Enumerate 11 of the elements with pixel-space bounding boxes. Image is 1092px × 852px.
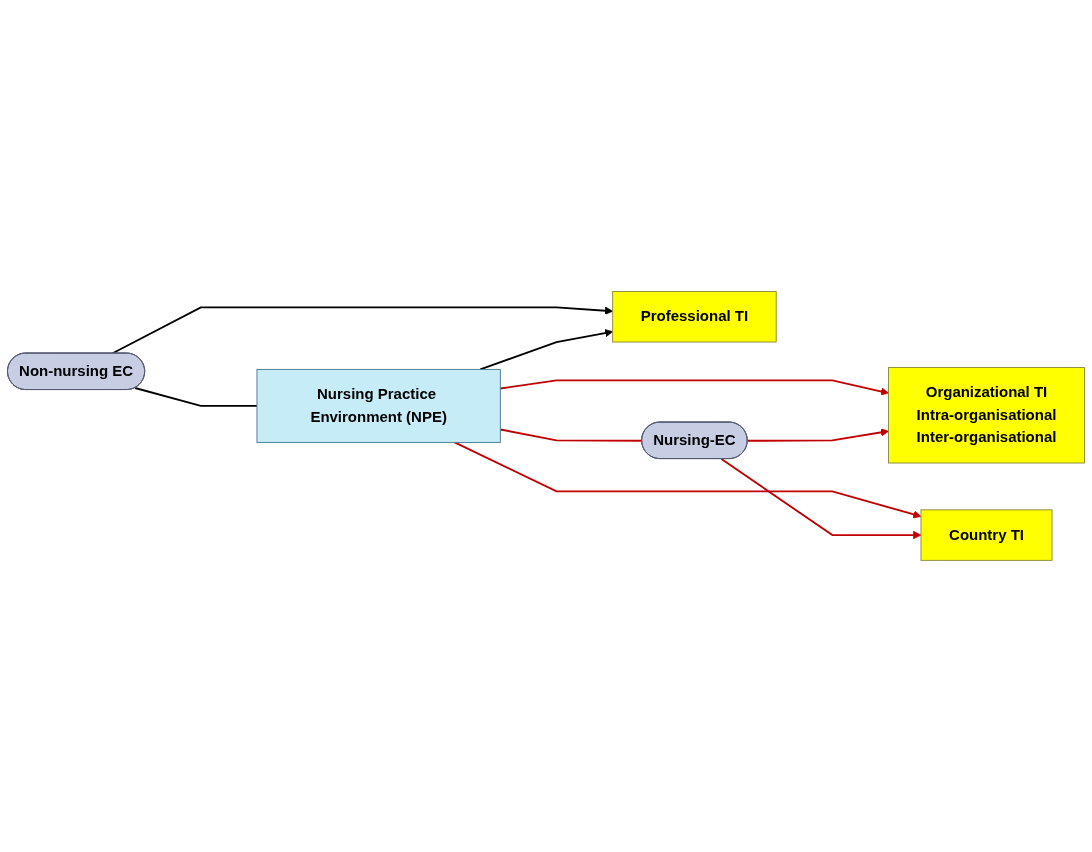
arrow xyxy=(479,329,614,371)
arrow xyxy=(453,441,922,519)
node-box: Country TI xyxy=(920,509,1053,561)
arrow xyxy=(111,306,614,355)
arrow xyxy=(746,428,889,442)
connector xyxy=(134,387,258,407)
node-box: Organizational TI Intra-organisational Inter-organisational xyxy=(888,367,1085,464)
arrow xyxy=(720,458,922,540)
node-box: Professional TI xyxy=(612,291,777,343)
node-box: Nursing Practice Environment (NPE) xyxy=(256,369,501,443)
arrow xyxy=(499,379,889,396)
